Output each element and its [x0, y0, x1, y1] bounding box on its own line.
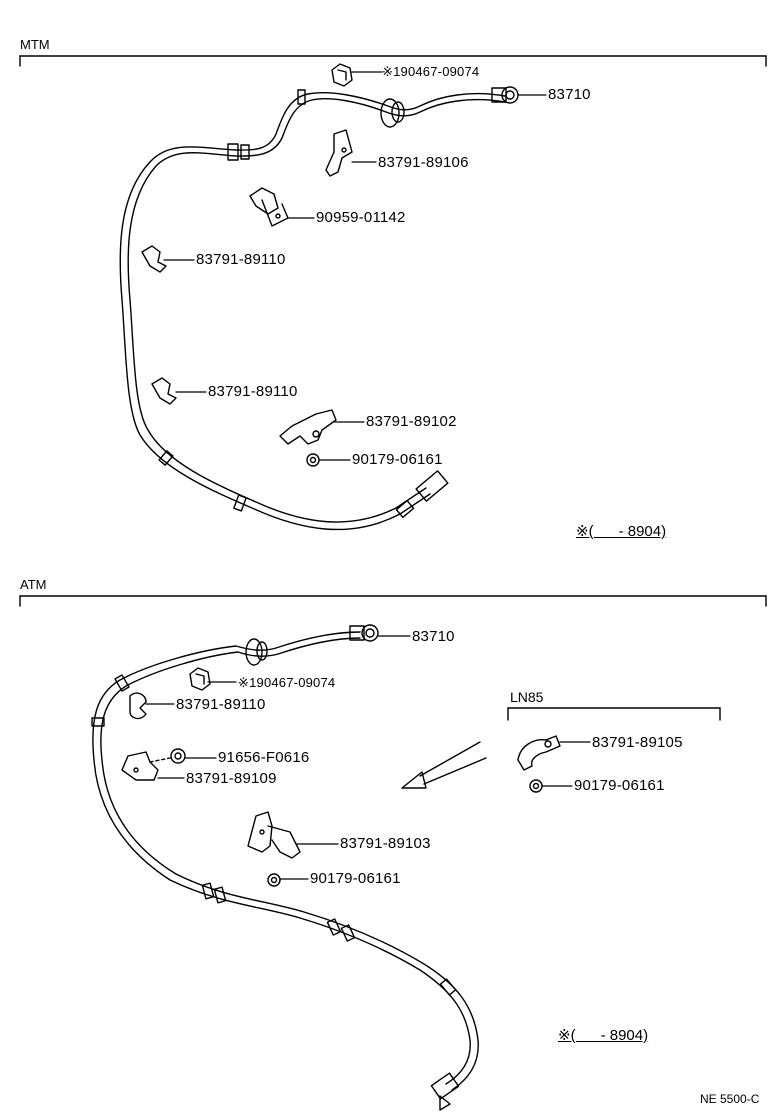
ln85-label-bracket: 83791-89105 — [592, 734, 683, 751]
atm-nut-91656-icon — [170, 748, 186, 764]
mtm-label-clamp-2: 83791-89110 — [208, 383, 298, 400]
atm-label-bracket-2: 83791-89103 — [340, 835, 431, 852]
mtm-label-clip-bolt: 90959-01142 — [316, 209, 406, 226]
ln85-bracket-icon — [517, 735, 561, 771]
atm-label-sensor-end: 83710 — [412, 628, 455, 645]
atm-section-frame — [19, 595, 767, 607]
atm-bracket-89109-icon — [121, 751, 171, 781]
mtm-clip-bolt-icon — [249, 187, 289, 227]
ln85-title: LN85 — [510, 689, 544, 705]
mtm-clip-top-icon — [331, 63, 353, 87]
atm-section-title: ATM — [20, 577, 47, 592]
atm-clamp-1-icon — [129, 692, 147, 720]
atm-leader-lines — [145, 635, 591, 880]
atm-label-clamp-1: 83791-89110 — [176, 696, 266, 713]
atm-sensor-cable — [91, 624, 479, 1111]
ln85-nut-icon — [529, 779, 543, 793]
mtm-note: ※( - 8904) — [576, 524, 666, 540]
atm-label-nut-2: 90179-06161 — [310, 870, 401, 887]
atm-note-text: ※( - 8904) — [558, 1027, 649, 1044]
mtm-bracket-89106-icon — [325, 129, 353, 177]
atm-label-clip-top: ※190467-09074 — [238, 675, 336, 690]
ln85-frame — [507, 707, 721, 721]
mtm-clamp-1-icon — [141, 245, 167, 273]
atm-note: ※( - 8904) — [558, 1028, 648, 1044]
mtm-label-clamp-1: 83791-89110 — [196, 251, 286, 268]
mtm-sensor-cable — [119, 86, 519, 531]
ln85-label-nut: 90179-06161 — [574, 777, 665, 794]
ln85-arrow-icon — [401, 741, 487, 789]
mtm-label-clip-top: ※190467-09074 — [382, 64, 480, 79]
mtm-label-bracket-2: 83791-89102 — [366, 413, 457, 430]
atm-label-nut-1: 91656-F0616 — [218, 749, 310, 766]
atm-nut-90179-icon — [267, 873, 281, 887]
mtm-label-bracket-1: 83791-89106 — [378, 154, 469, 171]
mtm-label-sensor-end: 83710 — [548, 86, 591, 103]
figure-code: NE 5500-C — [700, 1092, 760, 1106]
atm-clip-top-icon — [189, 667, 211, 691]
mtm-nut-icon — [306, 453, 320, 467]
mtm-label-nut: 90179-06161 — [352, 451, 443, 468]
mtm-section-frame — [19, 55, 767, 67]
atm-bracket-89103-icon — [247, 811, 301, 859]
mtm-bracket-89102-icon — [279, 409, 337, 445]
mtm-leader-lines — [163, 71, 547, 461]
mtm-section-title: MTM — [20, 37, 50, 52]
mtm-clamp-2-icon — [151, 377, 177, 405]
mtm-note-text: ※( - 8904) — [576, 523, 667, 540]
atm-label-bracket-1: 83791-89109 — [186, 770, 277, 787]
